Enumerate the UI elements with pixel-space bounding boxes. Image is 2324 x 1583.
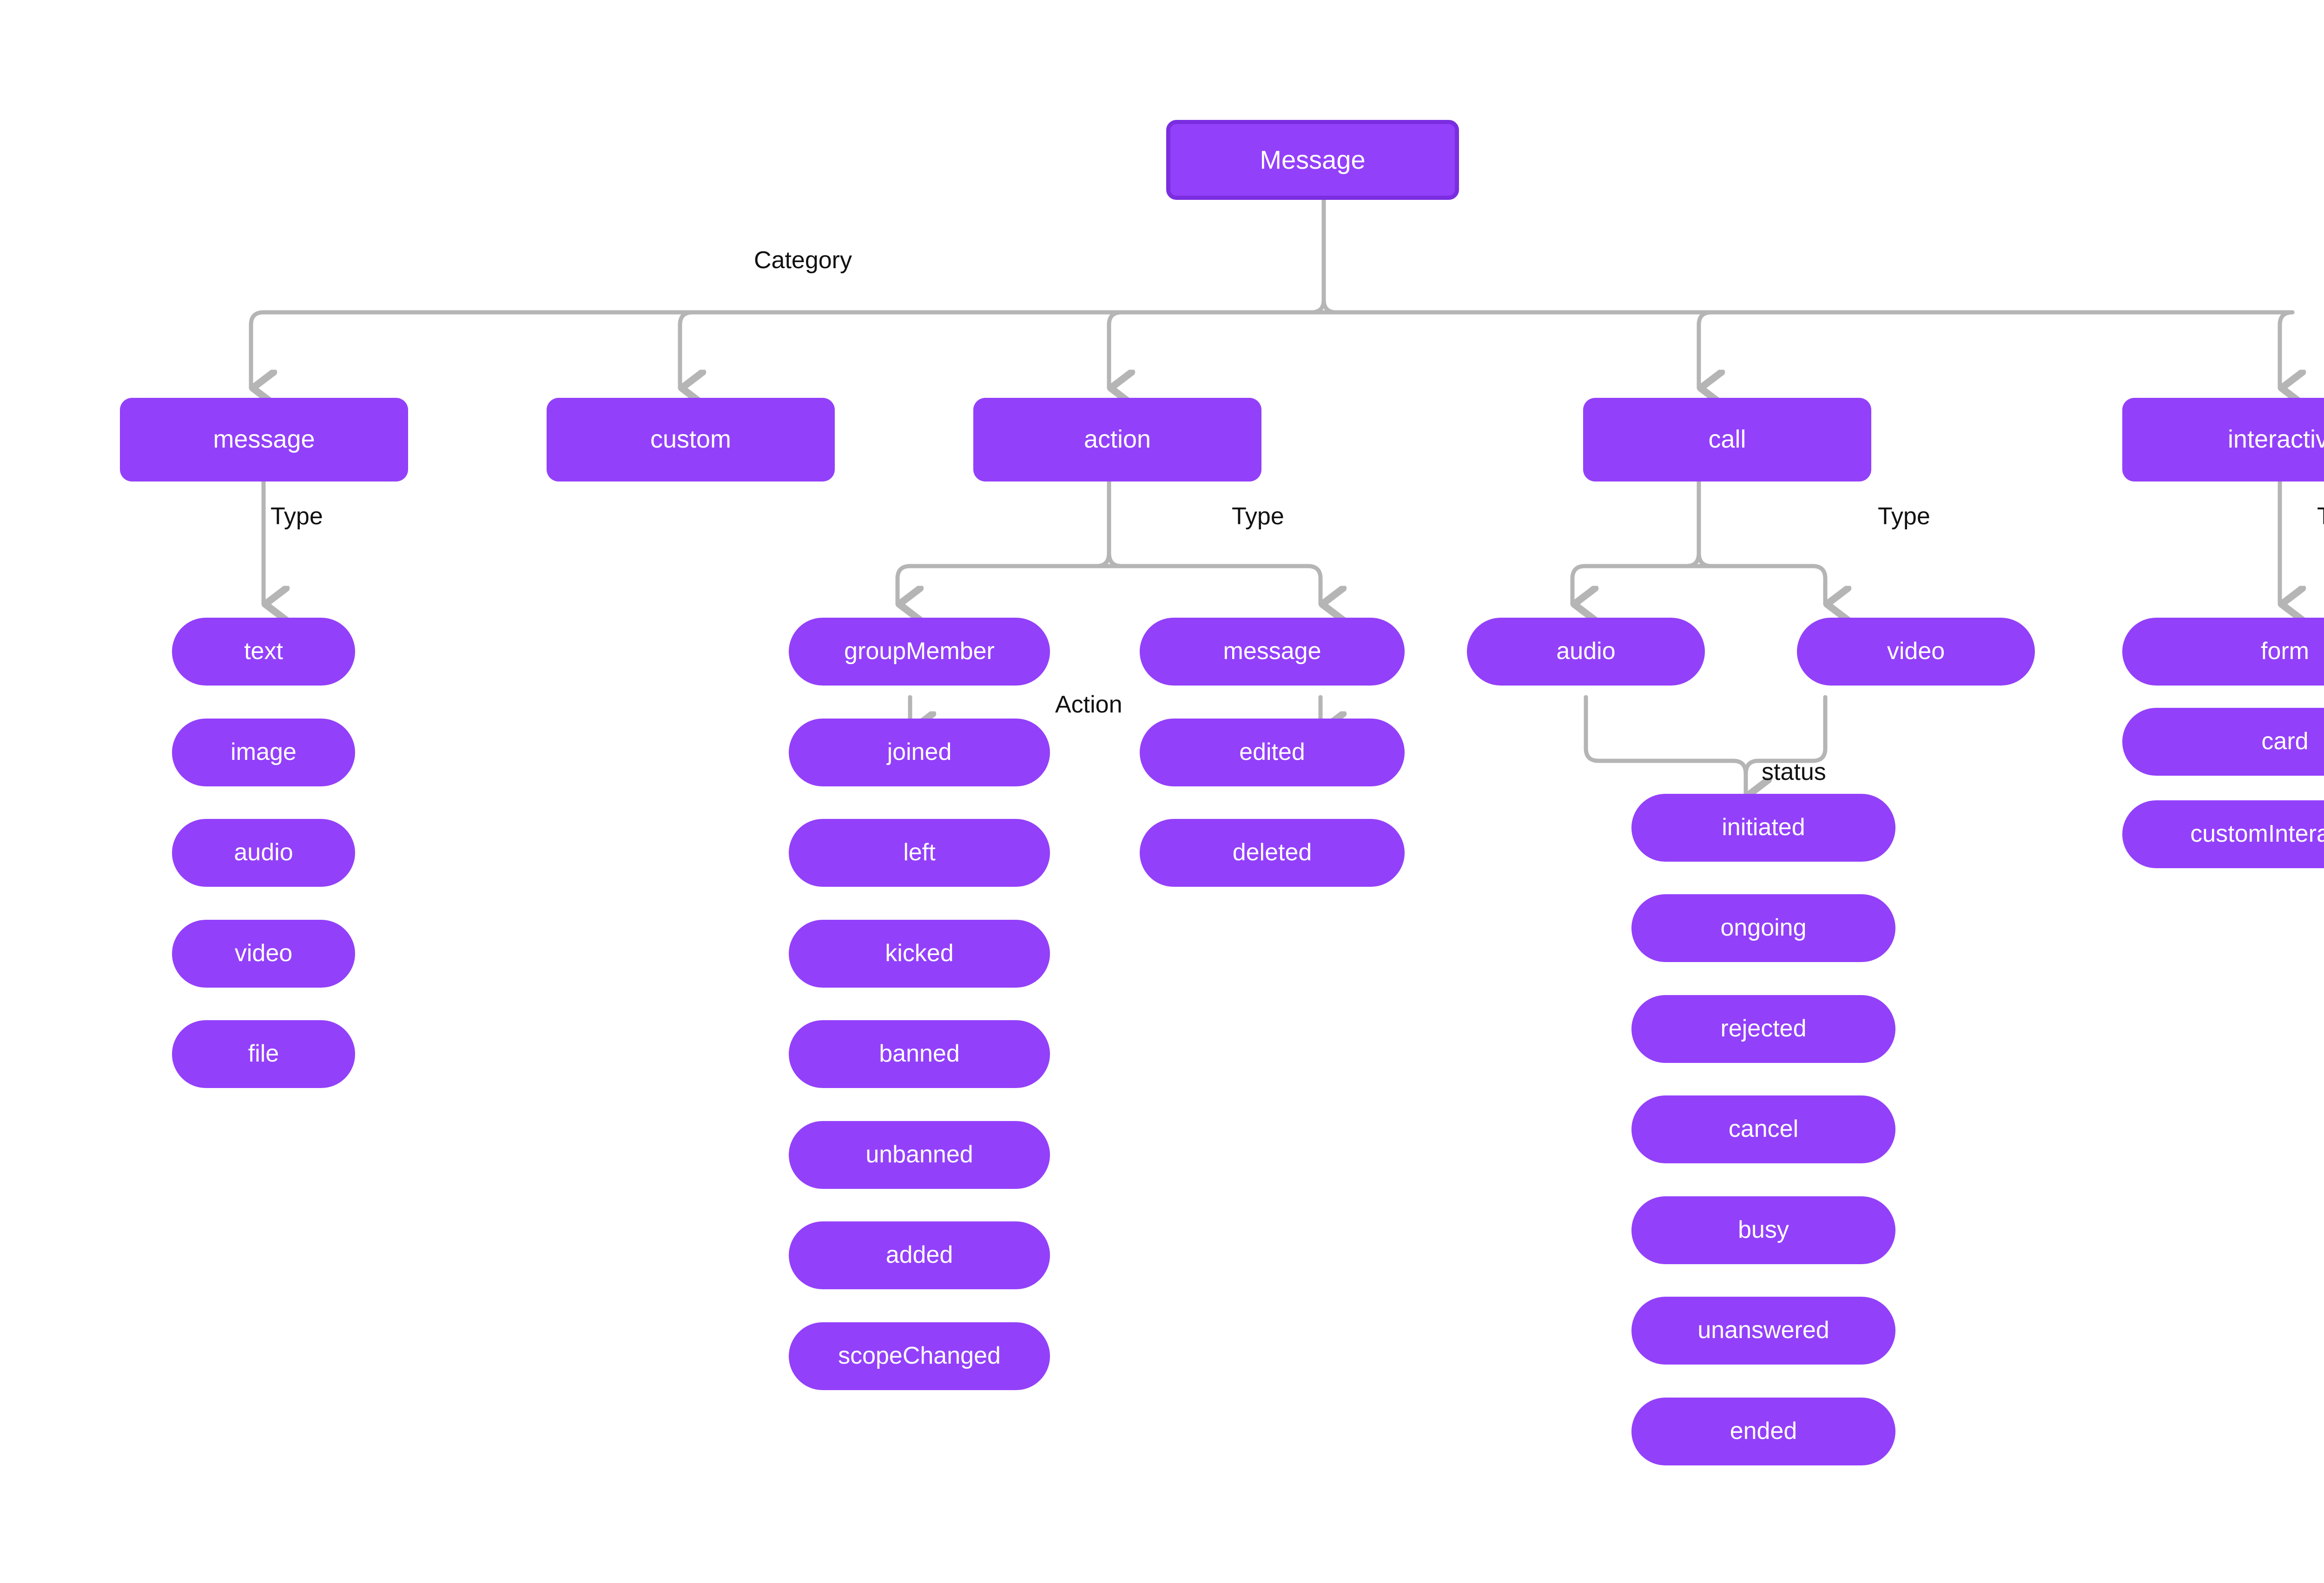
leaf-groupmember-action-banned[interactable]: banned [789,1020,1050,1088]
leaf-groupmember-action-added[interactable]: added [789,1221,1050,1289]
node-label: audio [1556,638,1616,665]
leaf-message-type-file[interactable]: file [172,1020,355,1088]
leaf-interactive-type-form[interactable]: form [2122,618,2324,686]
node-category-call[interactable]: call [1583,398,1871,481]
node-label: kicked [885,940,954,967]
leaf-groupmember-action-unbanned[interactable]: unbanned [789,1121,1050,1189]
node-label: file [248,1040,279,1068]
leaf-call-type-audio[interactable]: audio [1467,618,1705,686]
node-label: joined [887,739,952,766]
edge-label-category: Category [754,247,852,274]
leaf-groupmember-action-joined[interactable]: joined [789,719,1050,786]
edge-label-type-call: Type [1878,503,1930,530]
leaf-message-type-video[interactable]: video [172,920,355,988]
node-label: unbanned [865,1141,973,1168]
leaf-message-action-edited[interactable]: edited [1140,719,1405,786]
node-label: video [1887,638,1945,665]
leaf-call-status-ongoing[interactable]: ongoing [1631,894,1895,962]
node-label: custom [650,425,732,454]
node-label: image [231,739,297,766]
node-label: added [885,1241,953,1269]
node-label: call [1708,425,1746,454]
node-label: rejected [1720,1015,1807,1042]
leaf-call-status-ended[interactable]: ended [1631,1398,1895,1465]
edge-label-action: Action [1055,691,1122,718]
leaf-message-action-deleted[interactable]: deleted [1140,819,1405,887]
leaf-interactive-type-card[interactable]: card [2122,708,2324,776]
leaf-interactive-type-custominteractive[interactable]: customInteractive [2122,800,2324,868]
node-label: ongoing [1720,914,1807,942]
leaf-message-type-text[interactable]: text [172,618,355,686]
node-label: message [213,425,315,454]
edge-label-type-interactive: Type [2317,504,2324,528]
node-category-custom[interactable]: custom [547,398,835,481]
node-label: edited [1239,739,1305,766]
leaf-call-status-busy[interactable]: busy [1631,1196,1895,1264]
edge-label-type-action: Type [1232,503,1284,530]
edge-label-type-message: Type [271,503,323,530]
node-label: Message [1260,145,1366,175]
leaf-call-status-unanswered[interactable]: unanswered [1631,1297,1895,1365]
node-label: cancel [1728,1115,1799,1143]
leaf-groupmember-action-left[interactable]: left [789,819,1050,887]
leaf-action-type-message[interactable]: message [1140,618,1405,686]
node-category-interactive[interactable]: interactive [2122,398,2324,481]
leaf-call-status-initiated[interactable]: initiated [1631,794,1895,862]
leaf-call-status-rejected[interactable]: rejected [1631,995,1895,1063]
node-label: video [234,940,293,967]
node-label: form [2261,638,2309,665]
node-label: action [1083,425,1151,454]
node-label: groupMember [844,638,995,665]
node-label: ended [1730,1418,1797,1445]
node-label: scopeChanged [838,1342,1001,1370]
leaf-call-status-cancel[interactable]: cancel [1631,1095,1895,1163]
leaf-message-type-image[interactable]: image [172,719,355,786]
node-label: unanswered [1697,1317,1829,1344]
leaf-action-type-groupmember[interactable]: groupMember [789,618,1050,686]
node-category-action[interactable]: action [973,398,1261,481]
node-label: busy [1738,1216,1789,1244]
leaf-groupmember-action-kicked[interactable]: kicked [789,920,1050,988]
node-label: initiated [1722,814,1805,841]
node-label: left [903,839,936,866]
node-message-root[interactable]: Message [1166,120,1459,200]
leaf-groupmember-action-scopechanged[interactable]: scopeChanged [789,1322,1050,1390]
leaf-message-type-audio[interactable]: audio [172,819,355,887]
node-label: customInteractive [2190,820,2324,848]
node-label: message [1223,638,1321,665]
leaf-call-type-video[interactable]: video [1797,618,2035,686]
node-label: text [244,638,283,665]
node-label: interactive [2227,425,2324,454]
edge-label-status: status [1762,759,1826,785]
node-label: audio [234,839,293,866]
node-label: banned [879,1040,960,1068]
node-label: deleted [1232,839,1312,866]
node-category-message[interactable]: message [120,398,408,481]
node-label: card [2261,728,2309,755]
